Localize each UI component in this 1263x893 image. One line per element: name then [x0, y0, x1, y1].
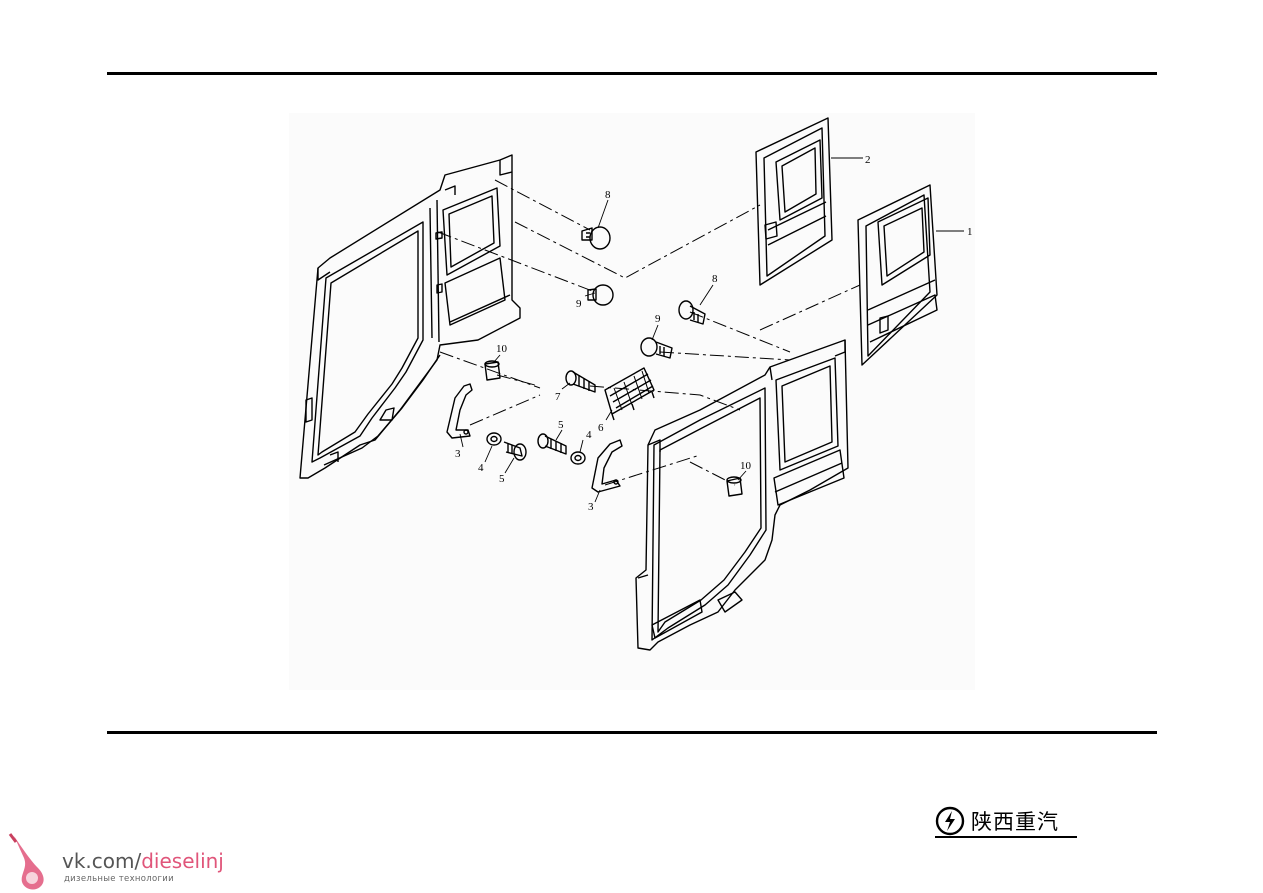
brand-block: 陕西重汽 — [935, 803, 1077, 839]
callout-2: 2 — [865, 154, 871, 166]
watermark-url[interactable]: vk.com/dieselinj — [62, 849, 224, 873]
watermark-url-prefix: vk.com/ — [62, 849, 142, 873]
part-8-screw-right — [678, 300, 706, 325]
part-5-screw-left — [503, 441, 527, 461]
part-9-clip-right — [640, 337, 673, 359]
part-6-mesh-net — [604, 367, 655, 421]
right-door-frame — [635, 339, 849, 651]
callout-5-left: 5 — [499, 473, 505, 485]
callout-4-left: 4 — [478, 462, 484, 474]
callout-10-right: 10 — [740, 460, 752, 472]
callout-3-right: 3 — [588, 501, 594, 513]
bottom-rule — [107, 731, 1157, 734]
callout-3-left: 3 — [455, 448, 461, 460]
part-3-handle-right — [591, 439, 623, 493]
brand-underline — [935, 836, 1077, 838]
watermark[interactable]: vk.com/dieselinj дизельные технологии — [4, 832, 234, 892]
callout-4-right: 4 — [586, 429, 592, 441]
shaanxi-automobile-logo-icon — [935, 806, 965, 836]
callout-10-left: 10 — [496, 343, 508, 355]
watermark-url-accent: dieselinj — [141, 849, 224, 873]
figure-background — [289, 113, 975, 690]
assembly-lines — [437, 179, 861, 486]
callout-9-right: 9 — [655, 313, 661, 325]
callout-5-right: 5 — [558, 419, 564, 431]
brand-name: 陕西重汽 — [971, 810, 1059, 834]
injector-drop-icon — [8, 833, 44, 890]
part-7-bolt — [565, 370, 596, 393]
watermark-subtitle: дизельные технологии — [64, 874, 174, 884]
part-3-handle-left — [446, 383, 473, 439]
leader-lines — [459, 157, 964, 503]
part-4-washer-left — [486, 432, 502, 446]
part-5-screw-right — [537, 433, 567, 455]
callout-7: 7 — [555, 391, 561, 403]
callout-8-right: 8 — [712, 273, 718, 285]
part-4-washer-right — [570, 451, 586, 465]
part-10-grommet-right — [726, 476, 743, 497]
callout-9-upper: 9 — [576, 298, 582, 310]
callout-6: 6 — [598, 422, 604, 434]
callout-numbers: 1 2 8 9 8 9 10 10 7 6 3 4 5 5 4 3 — [455, 154, 973, 513]
part-10-grommet-left — [484, 360, 501, 381]
part-8-screw-upper — [581, 226, 611, 250]
part-1-trim-panel — [857, 184, 938, 366]
part-9-clip-upper — [587, 284, 614, 306]
left-door-frame — [299, 154, 521, 479]
top-rule — [107, 72, 1157, 75]
part-2-trim-panel — [755, 117, 833, 286]
callout-1: 1 — [967, 226, 973, 238]
callout-8-upper: 8 — [605, 189, 611, 201]
